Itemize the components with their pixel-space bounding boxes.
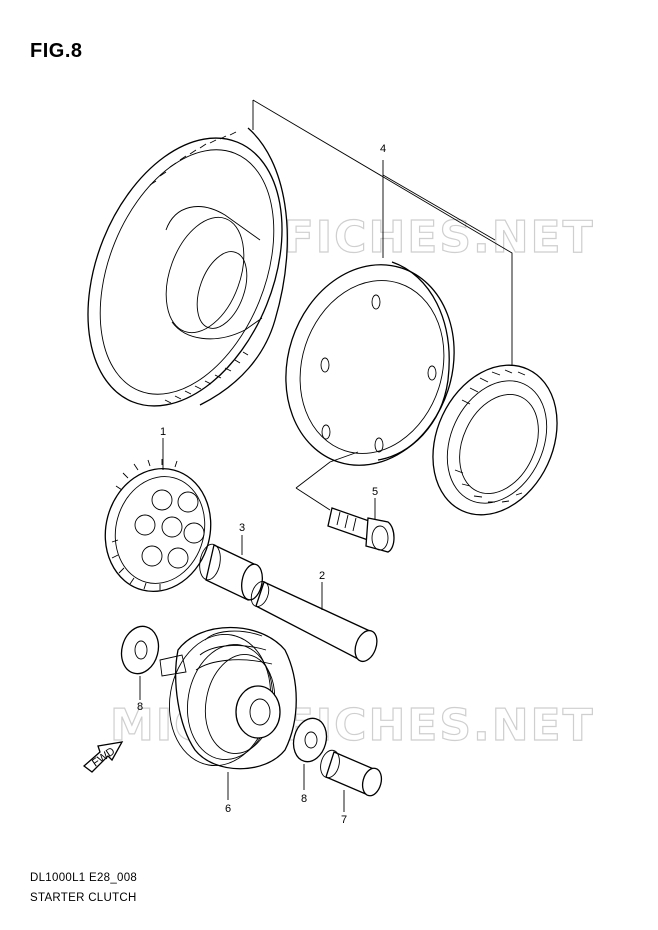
callout-8-left: 8 [137,701,143,713]
model-code: DL1000L1 E28_008 [30,872,138,884]
bushing-3 [199,543,263,601]
callout-3: 3 [239,522,245,534]
ring-gear [87,127,288,407]
callout-4: 4 [380,143,386,155]
bushing-7 [320,749,383,797]
diagram-caption: STARTER CLUTCH [30,892,137,904]
assembly-bracket-4 [252,99,513,365]
bolt [295,451,395,553]
figure-title: FIG.8 [30,40,83,62]
starter-idle-gear [159,626,297,770]
callout-5: 5 [372,486,378,498]
washer-right [292,717,328,763]
clutch-housing [285,261,455,466]
starter-clutch-gear [104,459,212,593]
callout-leaders [139,438,376,812]
callout-7: 7 [341,814,347,826]
callout-1: 1 [160,426,166,438]
shaft [250,581,378,663]
callout-6: 6 [225,803,231,815]
callout-2: 2 [319,570,325,582]
one-way-clutch [432,364,558,516]
callout-8-right: 8 [301,793,307,805]
ring-gear-teeth [149,131,249,404]
fwd-arrow-icon: FWD [82,741,124,773]
washer-left [120,625,160,675]
